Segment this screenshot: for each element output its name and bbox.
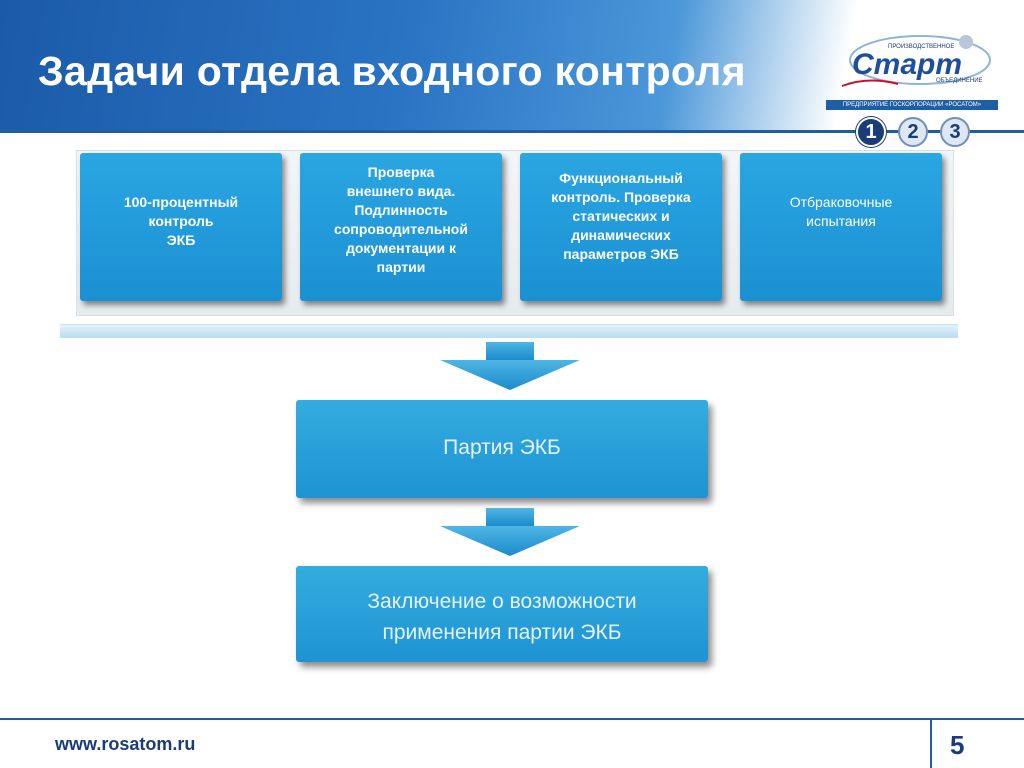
task-line: документации к [345, 240, 456, 256]
result-line: Партия ЭКБ [443, 436, 561, 459]
result-box-conclusion: Заключение о возможности применения парт… [296, 566, 708, 662]
logo-subtitle: ПРЕДПРИЯТИЕ ГОСКОРПОРАЦИИ «РОСАТОМ» [826, 100, 998, 110]
task-box-visual-check: Проверка внешнего вида. Подлинность сопр… [300, 153, 502, 301]
start-logo: ПРОИЗВОДСТВЕННОЕ Старт ОБЪЕДИНЕНИЕ [841, 35, 991, 87]
nav-page-2[interactable]: 2 [898, 117, 928, 147]
task-line: сопроводительной [334, 221, 468, 237]
task-line: партии [376, 259, 426, 275]
logo-line2: ОБЪЕДИНЕНИЕ [936, 78, 983, 84]
task-line: Проверка [367, 164, 435, 180]
task-line: Отбраковочные [789, 194, 893, 210]
task-line: контроль. Проверка [551, 189, 691, 205]
page-number: 5 [950, 730, 965, 760]
nav-page-1[interactable]: 1 [856, 117, 886, 147]
result-line: применения партии ЭКБ [382, 621, 622, 644]
logo-line1: ПРОИЗВОДСТВЕННОЕ [888, 44, 954, 50]
task-line: ЭКБ [166, 232, 196, 248]
task-line: Подлинность [354, 202, 448, 218]
task-line: контроль [148, 213, 214, 229]
logo-wordmark: Старт [852, 48, 962, 81]
task-box-100-percent: 100-процентный контроль ЭКБ [80, 153, 282, 301]
header-divider [0, 130, 1024, 133]
task-box-functional-control: Функциональный контроль. Проверка статич… [520, 153, 722, 301]
task-line: Функциональный [559, 170, 683, 186]
down-arrow-icon [440, 342, 580, 390]
connector-bar [60, 324, 958, 338]
footer-divider [0, 718, 1024, 720]
task-box-screening-tests: Отбраковочные испытания [740, 153, 942, 301]
task-line: параметров ЭКБ [563, 246, 679, 262]
slide-title: Задачи отдела входного контроля [38, 48, 746, 94]
nav-page-3[interactable]: 3 [940, 117, 970, 147]
footer-url-link[interactable]: www.rosatom.ru [55, 734, 196, 754]
result-line: Заключение о возможности [367, 590, 637, 613]
task-line: испытания [806, 213, 876, 229]
task-line: статических и [572, 208, 670, 224]
header-band [0, 0, 1024, 132]
task-line: внешнего вида. [346, 183, 456, 199]
task-line: динамических [571, 227, 671, 243]
down-arrow-icon [440, 508, 580, 556]
task-line: 100-процентный [123, 194, 239, 210]
result-box-batch: Партия ЭКБ [296, 400, 708, 498]
footer-vertical-divider [930, 718, 932, 768]
